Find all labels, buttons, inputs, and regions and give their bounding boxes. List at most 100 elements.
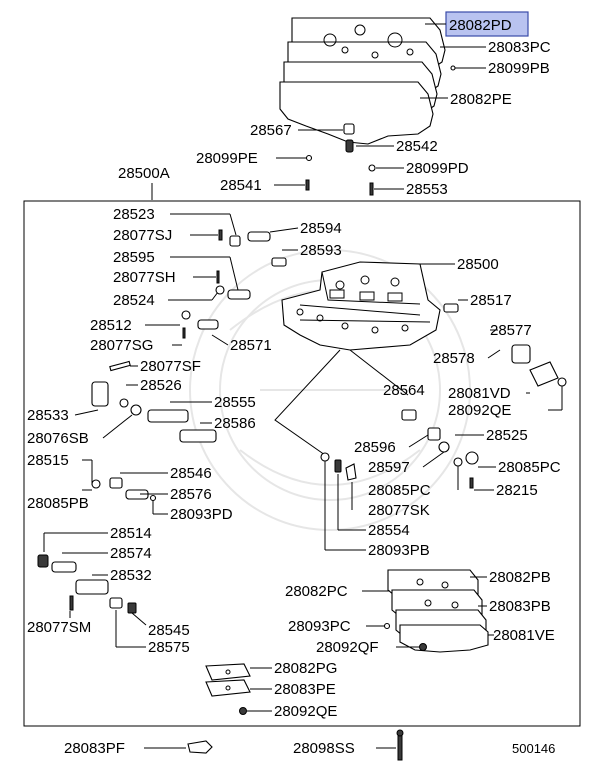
callout-28524[interactable]: 28524 xyxy=(113,285,251,309)
svg-text:28215: 28215 xyxy=(496,482,538,499)
callout-28098SS[interactable]: 28098SS xyxy=(293,729,404,761)
svg-text:28082PB: 28082PB xyxy=(489,569,551,586)
callout-28092QE-b[interactable]: 28092QE xyxy=(239,703,338,720)
svg-text:28082PE: 28082PE xyxy=(450,91,512,108)
svg-text:28586: 28586 xyxy=(214,415,256,432)
callout-28577[interactable]: 28577 xyxy=(490,322,532,364)
callout-28077SM[interactable]: 28077SM xyxy=(27,595,91,636)
svg-text:28077SF: 28077SF xyxy=(140,358,201,375)
callout-28532[interactable]: 28532 xyxy=(75,567,152,595)
svg-text:28594: 28594 xyxy=(300,220,342,237)
svg-text:28554: 28554 xyxy=(368,522,410,539)
callout-28092QE-a[interactable]: 28092QE xyxy=(448,377,567,419)
callout-28085PC[interactable]: 28085PC xyxy=(465,451,561,476)
callout-28215[interactable]: 28215 xyxy=(469,477,538,499)
callout-28083PC[interactable]: 28083PC xyxy=(440,39,551,56)
svg-text:28085PB: 28085PB xyxy=(27,495,89,512)
svg-text:28596: 28596 xyxy=(354,439,396,456)
callout-28500[interactable]: 28500 xyxy=(418,256,499,273)
svg-text:28099PD: 28099PD xyxy=(406,160,469,177)
callout-28093PB[interactable]: 28093PB xyxy=(320,452,430,559)
svg-text:28083PE: 28083PE xyxy=(274,681,336,698)
svg-text:28546: 28546 xyxy=(170,465,212,482)
callout-28578[interactable]: 28578 xyxy=(433,349,501,367)
callout-28082PD[interactable]: 28082PD xyxy=(425,11,529,37)
callout-28526[interactable]: 28526 xyxy=(119,377,182,408)
callout-28515[interactable]: 28515 xyxy=(27,452,101,489)
callout-28593[interactable]: 28593 xyxy=(271,242,342,267)
callout-28076SB[interactable]: 28076SB xyxy=(27,404,142,447)
callout-28081VE[interactable]: 28081VE xyxy=(488,627,555,644)
callout-28077SK[interactable]: 28077SK xyxy=(345,463,430,519)
svg-text:28082PG: 28082PG xyxy=(274,660,337,677)
diagram-number: 500146 xyxy=(512,741,555,756)
svg-text:28578: 28578 xyxy=(433,350,475,367)
callout-28093PC[interactable]: 28093PC xyxy=(288,618,391,635)
svg-text:28564: 28564 xyxy=(383,382,425,399)
callout-28533[interactable]: 28533 xyxy=(27,381,109,424)
callout-28564[interactable]: 28564 xyxy=(383,382,425,421)
callout-28085PB[interactable]: 28085PB xyxy=(27,489,92,512)
callout-28523[interactable]: 28523 xyxy=(113,206,241,247)
svg-text:28567: 28567 xyxy=(250,122,292,139)
callout-28575[interactable]: 28575 xyxy=(109,597,190,656)
callout-28082PG[interactable]: 28082PG xyxy=(250,660,337,677)
callout-28576[interactable]: 28576 xyxy=(125,486,212,503)
svg-text:28574: 28574 xyxy=(110,545,152,562)
callout-28525[interactable]: 28525 xyxy=(427,427,528,444)
callout-28077SF[interactable]: 28077SF xyxy=(109,358,201,375)
svg-text:28085PC: 28085PC xyxy=(368,482,431,499)
callout-28500A[interactable]: 28500A xyxy=(118,165,170,200)
callout-28085PC-b[interactable]: 28085PC xyxy=(368,457,463,499)
svg-text:28077SK: 28077SK xyxy=(368,502,430,519)
callout-28517[interactable]: 28517 xyxy=(443,292,512,313)
callout-28093PD[interactable]: 28093PD xyxy=(149,494,233,524)
svg-text:28593: 28593 xyxy=(300,242,342,259)
svg-text:28541: 28541 xyxy=(220,177,262,194)
svg-text:28093PB: 28093PB xyxy=(368,542,430,559)
callout-28574[interactable]: 28574 xyxy=(51,545,152,573)
svg-text:28553: 28553 xyxy=(406,181,448,198)
callout-28082PE[interactable]: 28082PE xyxy=(420,91,512,108)
callout-28586[interactable]: 28586 xyxy=(179,415,256,443)
callout-28541[interactable]: 28541 xyxy=(220,177,310,194)
callout-28099PE[interactable]: 28099PE xyxy=(196,150,313,167)
callout-28596[interactable]: 28596 xyxy=(354,434,429,456)
callout-28553[interactable]: 28553 xyxy=(369,181,448,198)
svg-text:28571: 28571 xyxy=(230,337,272,354)
callout-28545[interactable]: 28545 xyxy=(127,602,190,639)
callout-28092QF[interactable]: 28092QF xyxy=(316,639,427,656)
callout-28597[interactable]: 28597 xyxy=(368,441,450,476)
callout-28512[interactable]: 28512 xyxy=(90,310,191,334)
svg-text:28077SG: 28077SG xyxy=(90,337,153,354)
callout-28099PB[interactable]: 28099PB xyxy=(450,60,550,77)
callout-28099PD[interactable]: 28099PD xyxy=(368,160,469,177)
svg-text:28514: 28514 xyxy=(110,525,152,542)
callout-28082PB[interactable]: 28082PB xyxy=(470,569,551,586)
callout-28077SH[interactable]: 28077SH xyxy=(113,269,220,286)
callout-28571[interactable]: 28571 xyxy=(197,319,272,354)
callout-28542[interactable]: 28542 xyxy=(345,138,438,155)
callout-28077SJ[interactable]: 28077SJ xyxy=(113,227,223,244)
callout-28595[interactable]: 28595 xyxy=(113,249,239,291)
callout-28083PF[interactable]: 28083PF xyxy=(64,740,213,757)
callout-28083PE[interactable]: 28083PE xyxy=(250,681,336,698)
callout-28514[interactable]: 28514 xyxy=(37,525,152,568)
callout-28555[interactable]: 28555 xyxy=(147,394,256,423)
svg-text:28555: 28555 xyxy=(214,394,256,411)
callout-28594[interactable]: 28594 xyxy=(247,220,342,242)
svg-text:28083PF: 28083PF xyxy=(64,740,125,757)
svg-text:28077SH: 28077SH xyxy=(113,269,176,286)
callout-28083PB[interactable]: 28083PB xyxy=(478,598,551,615)
svg-text:28099PE: 28099PE xyxy=(196,150,258,167)
callout-28082PC[interactable]: 28082PC xyxy=(285,583,390,600)
callout-28554[interactable]: 28554 xyxy=(334,459,410,539)
assembly-box xyxy=(23,200,581,727)
callout-28546[interactable]: 28546 xyxy=(109,465,212,489)
callout-28567[interactable]: 28567 xyxy=(250,122,355,139)
callout-28077SG[interactable]: 28077SG xyxy=(90,327,186,354)
callout-28081VD[interactable]: 28081VD xyxy=(448,361,559,402)
separator-plate-stack-top xyxy=(279,17,446,145)
leader-body-right xyxy=(349,349,409,396)
leader-body-left xyxy=(274,349,341,456)
